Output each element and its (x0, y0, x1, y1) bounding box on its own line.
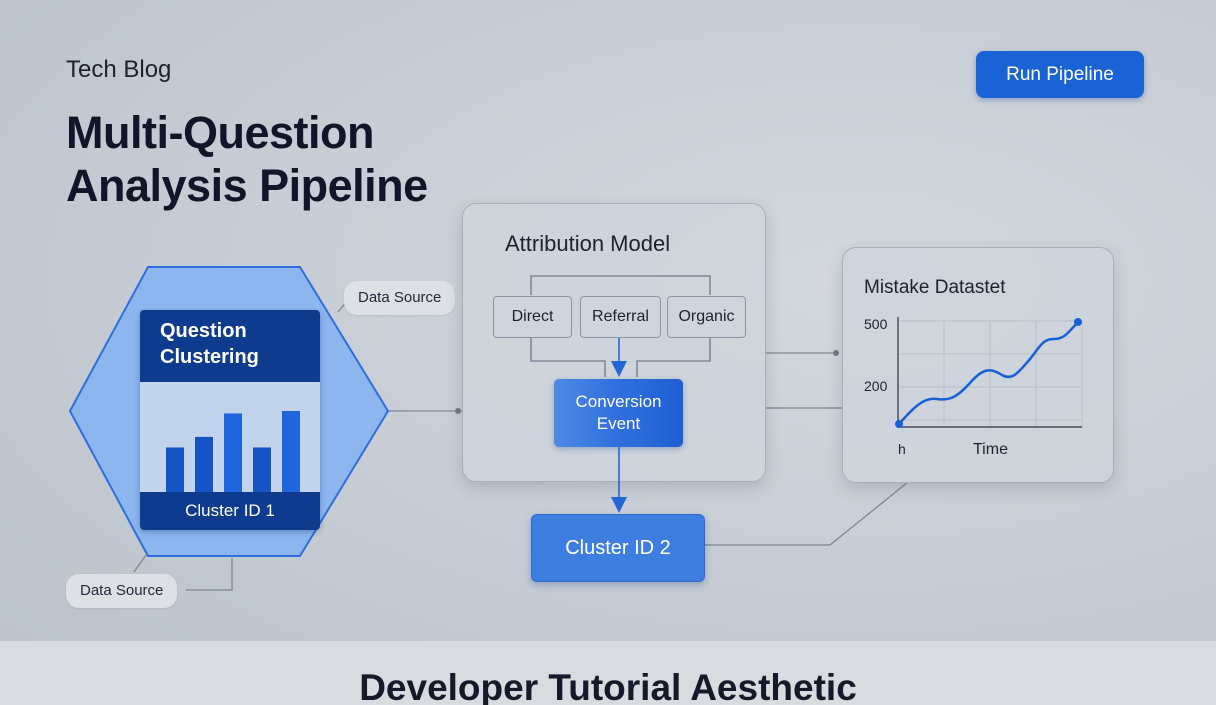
conversion-to-cluster-arrow (611, 447, 627, 513)
cluster-bar (195, 436, 213, 492)
page-title-line-2: Analysis Pipeline (66, 160, 428, 211)
x-axis-label: Time (973, 441, 1008, 458)
cluster-bar (166, 447, 184, 492)
conversion-event-node[interactable]: Conversion Event (554, 379, 683, 447)
page-title-line-1: Multi-Question (66, 107, 374, 158)
question-clustering-card[interactable]: Question Clustering Cluster ID 1 (140, 310, 320, 530)
cluster-bar-chart (166, 411, 300, 492)
conversion-event-line-2: Event (596, 414, 641, 433)
chart-series-line (898, 321, 1079, 425)
source-referral[interactable]: Referral (580, 296, 661, 338)
run-pipeline-button[interactable]: Run Pipeline (976, 51, 1144, 98)
attribution-flow-lines (530, 275, 711, 377)
page-title: Multi-Question Analysis Pipeline (66, 106, 428, 212)
cluster-bar (253, 447, 271, 492)
footer-caption: Developer Tutorial Aesthetic (359, 667, 857, 705)
chart-point (1074, 318, 1082, 326)
source-direct[interactable]: Direct (493, 296, 572, 338)
y-tick-200: 200 (864, 378, 888, 394)
cluster-id-2-node[interactable]: Cluster ID 2 (531, 514, 705, 582)
data-source-label-bottom: Data Source (66, 574, 178, 608)
cluster-bar (224, 413, 242, 492)
connector-cluster2-to-mistake (703, 481, 909, 546)
mistake-line-chart (895, 317, 1083, 428)
question-clustering-title: Question Clustering (140, 310, 320, 382)
cluster-id-1-label: Cluster ID 1 (140, 492, 320, 530)
mistake-dataset-title: Mistake Datastet (864, 277, 1006, 298)
connector-datasource-bottom (133, 554, 233, 591)
blog-label: Tech Blog (66, 56, 172, 83)
y-tick-500: 500 (864, 316, 888, 332)
conversion-event-line-1: Conversion (575, 392, 662, 411)
question-clustering-title-line-1: Question (160, 320, 247, 342)
cluster-bar (282, 411, 300, 492)
source-organic[interactable]: Organic (667, 296, 746, 338)
attribution-model-title: Attribution Model (505, 231, 671, 256)
chart-point (895, 420, 903, 428)
connector-dot (833, 350, 839, 356)
question-clustering-title-line-2: Clustering (160, 346, 259, 368)
footer-banner: Developer Tutorial Aesthetic (0, 641, 1216, 705)
chart-grid (897, 320, 1083, 427)
mistake-dataset-panel[interactable] (842, 247, 1114, 483)
data-source-label-top: Data Source (344, 281, 456, 315)
x-tick-h: h (898, 441, 906, 457)
connector-dot (455, 408, 461, 414)
